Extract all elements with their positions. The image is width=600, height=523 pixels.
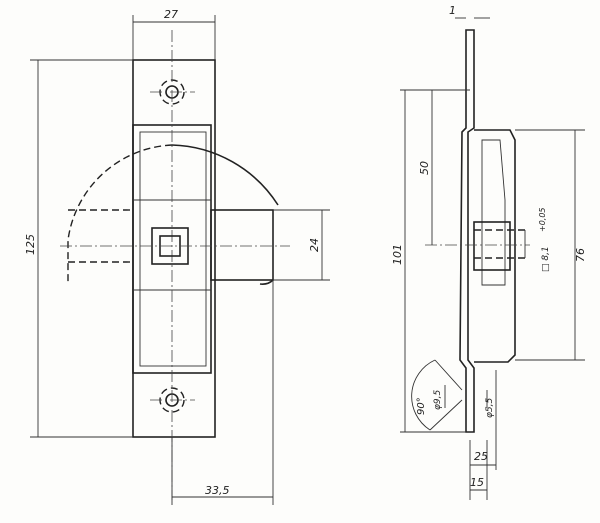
- mounting-plate: [132, 59, 216, 438]
- side-hub: [473, 221, 511, 271]
- dim-housing-height: 76: [574, 248, 587, 262]
- side-view: 1 50 101 76 □ 8,1 +0,05 90° φ9,5 φ5,5 25…: [391, 4, 587, 500]
- dim-square-size: □ 8,1: [541, 246, 551, 272]
- dim-height: 125: [24, 234, 37, 255]
- dim-square-tolerance: +0,05: [538, 207, 547, 232]
- dim-depth-15: 15: [470, 476, 484, 489]
- side-plate: [459, 29, 475, 433]
- dim-depth-25: 25: [474, 450, 488, 463]
- dim-countersink-angle: 90°: [416, 397, 427, 415]
- cam-arc: [171, 144, 279, 206]
- front-view: 27 125 24 33,5: [24, 8, 330, 505]
- latch-bar: [210, 209, 274, 281]
- dim-plate-thickness: 1: [449, 4, 456, 17]
- dim-countersink-diameter: φ9,5: [433, 389, 443, 410]
- dim-width: 27: [164, 8, 178, 21]
- side-housing: [474, 129, 516, 363]
- dim-bar-offset: 33,5: [205, 484, 230, 497]
- dim-bar-height: 24: [308, 238, 321, 252]
- dim-hub-height: 50: [418, 161, 431, 175]
- dim-hole-diameter: φ5,5: [485, 397, 495, 418]
- dim-total-height: 101: [391, 244, 404, 265]
